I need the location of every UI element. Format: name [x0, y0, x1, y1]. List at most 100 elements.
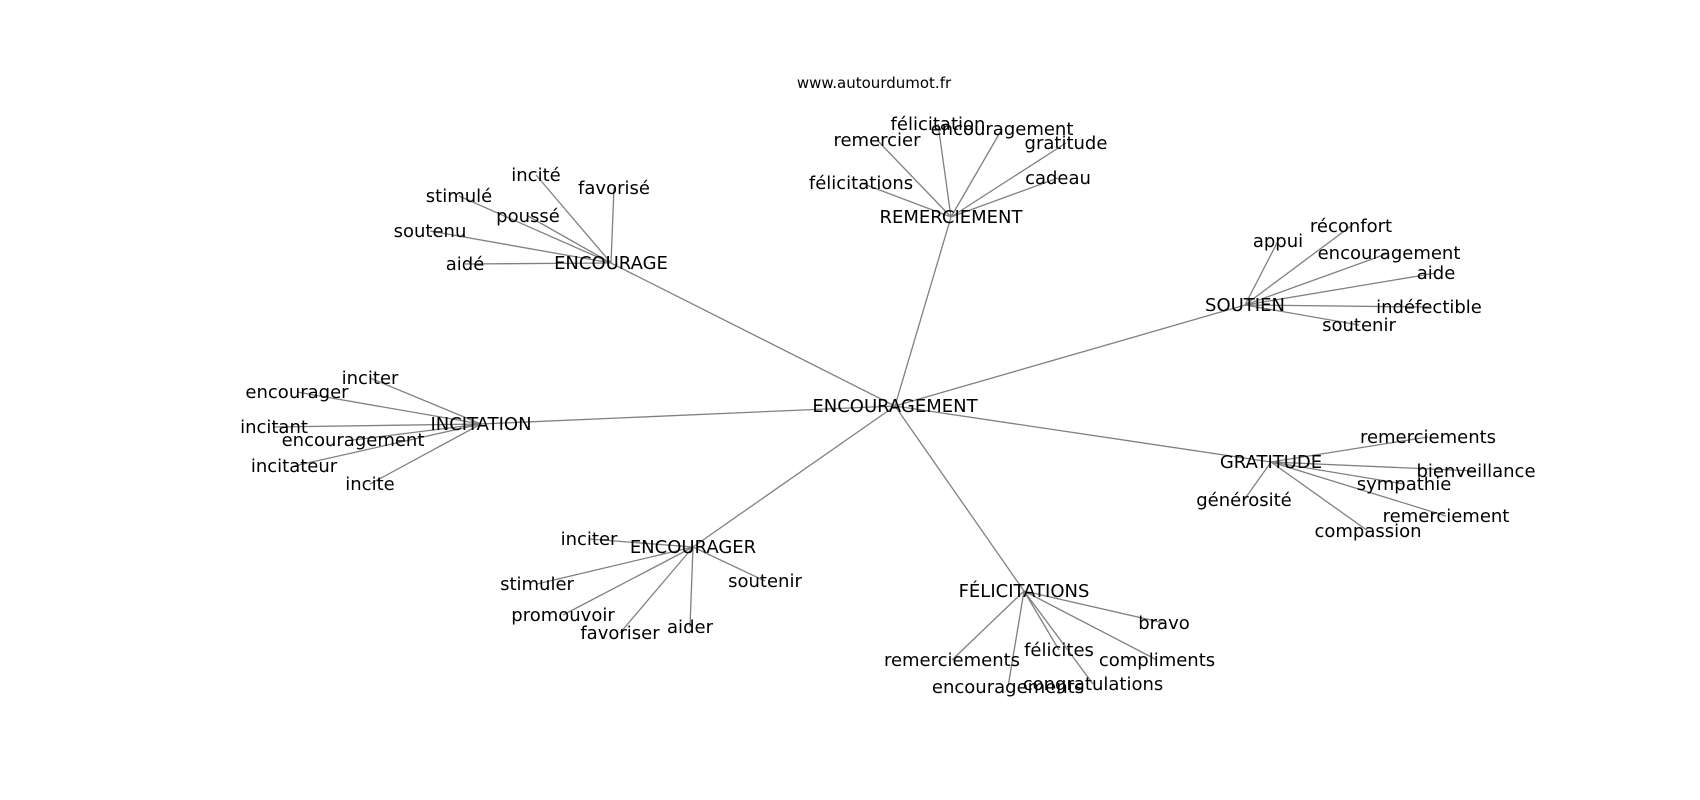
- edge-hub-leaf: [588, 538, 694, 548]
- edge-hub-leaf: [536, 546, 694, 585]
- leaf-node: encourager: [245, 382, 349, 403]
- edge-hub-leaf: [1270, 461, 1369, 532]
- leaf-node: remercier: [833, 130, 921, 151]
- leaf-node: cadeau: [1025, 168, 1091, 189]
- leaf-node: bravo: [1138, 613, 1190, 634]
- leaf-node: appui: [1253, 231, 1303, 252]
- edge-center-hub: [692, 405, 896, 548]
- leaf-node: remerciements: [884, 650, 1020, 671]
- leaf-node: favoriser: [580, 623, 660, 644]
- leaf-node: bienveillance: [1416, 461, 1535, 482]
- leaf-node: générosité: [1196, 490, 1292, 511]
- edge-hub-leaf: [1244, 252, 1390, 306]
- edge-hub-leaf: [689, 546, 694, 628]
- leaf-node: soutenir: [1322, 315, 1396, 336]
- edge-hub-leaf: [860, 182, 952, 218]
- edge-hub-leaf: [1023, 590, 1158, 661]
- hub-node: INCITATION: [430, 414, 531, 435]
- edge-center-hub: [894, 304, 1246, 407]
- leaf-node: incitant: [240, 417, 308, 438]
- graph-edges: [273, 123, 1477, 688]
- leaf-node: félicitations: [809, 173, 913, 194]
- leaf-node: encouragement: [282, 430, 425, 451]
- edge-hub-leaf: [1243, 461, 1272, 501]
- hub-node: ENCOURAGER: [630, 537, 756, 558]
- edge-hub-leaf: [1244, 304, 1360, 326]
- leaf-node: stimuler: [500, 574, 574, 595]
- edge-hub-leaf: [369, 423, 482, 485]
- edge-hub-leaf: [1244, 225, 1352, 306]
- hub-node: FÉLICITATIONS: [959, 580, 1090, 602]
- edge-hub-leaf: [352, 423, 482, 441]
- edge-hub-leaf: [369, 377, 482, 425]
- hub-node: REMERCIEMENT: [879, 207, 1023, 228]
- leaf-node: encouragements: [932, 677, 1084, 698]
- edge-hub-leaf: [1244, 272, 1437, 306]
- hub-node: SOUTIEN: [1205, 295, 1285, 316]
- leaf-node: compassion: [1314, 521, 1421, 542]
- edge-hub-leaf: [1244, 240, 1279, 306]
- leaf-node: inciter: [561, 529, 618, 550]
- edge-hub-leaf: [951, 590, 1025, 661]
- center-node: ENCOURAGEMENT: [812, 396, 978, 417]
- edge-center-hub: [894, 405, 1272, 463]
- edge-hub-leaf: [950, 177, 1059, 218]
- edge-hub-leaf: [1023, 590, 1060, 651]
- edge-hub-leaf: [619, 546, 694, 634]
- edge-hub-leaf: [610, 187, 615, 264]
- edge-center-hub: [894, 405, 1025, 592]
- leaf-node: aidé: [446, 254, 485, 275]
- leaf-node: favorisé: [578, 178, 650, 199]
- edge-hub-leaf: [273, 423, 482, 428]
- hub-node: GRATITUDE: [1220, 452, 1322, 473]
- leaf-node: promouvoir: [511, 605, 615, 626]
- edge-hub-leaf: [1270, 461, 1405, 485]
- leaf-node: inciter: [342, 368, 399, 389]
- site-label: www.autourdumot.fr: [797, 74, 952, 92]
- edge-hub-leaf: [692, 546, 766, 582]
- edge-hub-leaf: [562, 546, 694, 616]
- edge-hub-leaf: [1007, 590, 1025, 688]
- leaf-node: compliments: [1099, 650, 1215, 671]
- leaf-node: incitateur: [251, 456, 338, 477]
- leaf-node: poussé: [496, 206, 560, 227]
- leaf-node: incité: [511, 165, 560, 186]
- edge-hub-leaf: [1270, 436, 1429, 463]
- leaf-node: félicitation: [891, 114, 986, 135]
- edge-center-hub: [894, 216, 952, 407]
- leaf-node: remerciement: [1383, 506, 1510, 527]
- graph-nodes: ENCOURAGEMENT ENCOURAGE incité favorisé stim…: [240, 114, 1535, 698]
- edge-hub-leaf: [1023, 590, 1165, 624]
- edge-hub-leaf: [1244, 304, 1430, 308]
- leaf-node: aider: [667, 617, 714, 638]
- leaf-node: remerciements: [1360, 427, 1496, 448]
- edge-hub-leaf: [876, 139, 952, 218]
- edge-hub-leaf: [464, 262, 612, 265]
- edge-hub-leaf: [1270, 461, 1447, 517]
- leaf-node: encouragement: [931, 119, 1074, 140]
- hub-node: ENCOURAGE: [554, 253, 668, 274]
- edge-center-hub: [610, 262, 896, 407]
- leaf-node: encouragement: [1318, 243, 1461, 264]
- leaf-node: soutenir: [728, 571, 802, 592]
- edge-hub-leaf: [950, 128, 1003, 218]
- edge-hub-leaf: [950, 142, 1067, 218]
- edge-hub-leaf: [293, 423, 482, 467]
- edge-hub-leaf: [1270, 461, 1477, 472]
- leaf-node: congratulations: [1023, 674, 1164, 695]
- edge-hub-leaf: [458, 195, 612, 264]
- leaf-node: stimulé: [426, 186, 492, 207]
- edge-hub-leaf: [296, 391, 482, 425]
- leaf-node: sympathie: [1357, 474, 1452, 495]
- edge-hub-leaf: [429, 230, 612, 264]
- leaf-node: indéfectible: [1376, 297, 1482, 318]
- edge-hub-leaf: [527, 215, 612, 264]
- leaf-node: incite: [345, 474, 394, 495]
- leaf-node: soutenu: [394, 221, 467, 242]
- leaf-node: gratitude: [1025, 133, 1108, 154]
- edge-hub-leaf: [1023, 590, 1094, 685]
- leaf-node: aide: [1417, 263, 1456, 284]
- edge-hub-leaf: [535, 174, 612, 264]
- edge-hub-leaf: [937, 123, 952, 218]
